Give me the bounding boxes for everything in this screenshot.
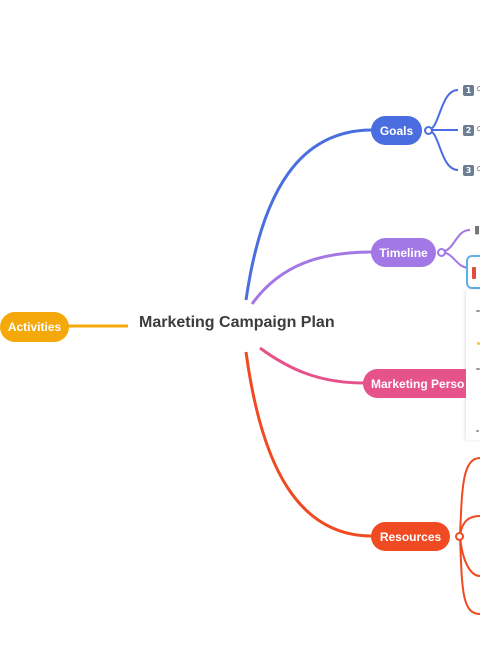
connector-goals-sub-1 — [427, 89, 459, 131]
resources-collapse-toggle[interactable] — [455, 532, 464, 541]
connector-timeline — [250, 250, 373, 305]
goal-1-number-icon: 1 — [463, 85, 474, 96]
connector-resources — [244, 351, 373, 538]
goal-2-text-clipped[interactable]: ○ — [476, 123, 480, 135]
panel-list-marker — [476, 368, 480, 370]
flag-icon — [472, 267, 476, 279]
branch-timeline[interactable]: Timeline — [371, 238, 436, 267]
panel-dot-icon — [477, 342, 480, 345]
goal-3-text-clipped[interactable]: ○ — [476, 163, 480, 175]
branch-marketing-persona[interactable]: Marketing Perso — [363, 369, 466, 398]
timeline-subitem-clipped[interactable]: ▮ — [474, 224, 480, 236]
connector-resources-sub-3 — [459, 535, 480, 577]
panel-list-marker — [476, 310, 480, 312]
branch-activities[interactable]: Activities — [0, 312, 69, 342]
connector-goals — [244, 128, 373, 301]
branch-resources[interactable]: Resources — [371, 522, 450, 551]
connector-goals-sub-3 — [427, 129, 459, 171]
connector-marketing-persona — [259, 346, 365, 385]
goal-1-text-clipped[interactable]: ○ — [476, 83, 480, 95]
goal-2-number-icon: 2 — [463, 125, 474, 136]
side-panel-clipped[interactable] — [466, 290, 480, 440]
connector-resources-sub-1 — [459, 457, 480, 537]
panel-list-marker — [476, 430, 479, 432]
goal-3-number-icon: 3 — [463, 165, 474, 176]
connector-resources-sub-4 — [459, 535, 480, 615]
branch-goals[interactable]: Goals — [371, 116, 422, 145]
goals-collapse-toggle[interactable] — [424, 126, 433, 135]
central-topic[interactable]: Marketing Campaign Plan — [139, 314, 335, 331]
timeline-collapse-toggle[interactable] — [437, 248, 446, 257]
selected-subtopic-popup[interactable] — [466, 255, 480, 289]
